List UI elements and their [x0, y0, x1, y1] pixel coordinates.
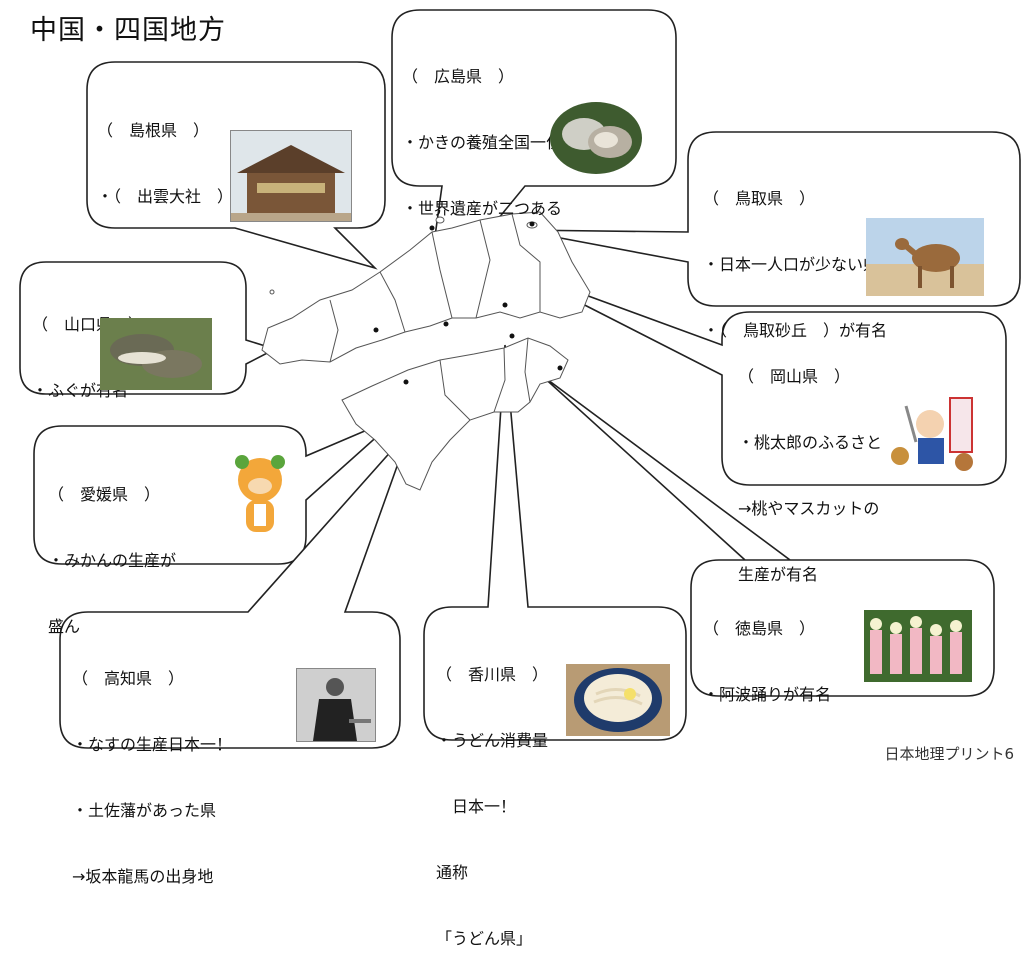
- shimane-heading: （ 島根県 ）: [97, 121, 210, 140]
- okayama-fact-1: ・桃太郎のふるさと: [738, 433, 883, 452]
- ehime-fact-1: ・みかんの生産が: [48, 551, 177, 570]
- momotaro-illustration: [886, 392, 982, 478]
- hiroshima-text: （ 広島県 ） ・かきの養殖全国一位！ ・世界遺産が二つある: [402, 22, 578, 242]
- okayama-heading: （ 岡山県 ）: [738, 367, 851, 386]
- okayama-text: （ 岡山県 ） ・桃太郎のふるさと →桃やマスカットの 生産が有名: [738, 322, 882, 608]
- capital-dots: [373, 221, 563, 385]
- kagawa-fact-1: ・うどん消費量: [436, 731, 549, 750]
- oyster-photo: [548, 98, 644, 176]
- udon-photo: [566, 664, 670, 736]
- kochi-fact-3: →坂本龍馬の出身地: [72, 867, 214, 886]
- tottori-text: （ 鳥取県 ） ・日本一人口が少ない県！ ・（ 鳥取砂丘 ）が有名: [703, 144, 895, 364]
- hiroshima-fact-1: ・かきの養殖全国一位！: [402, 133, 579, 152]
- tottori-fact-1: ・日本一人口が少ない県！: [703, 255, 896, 274]
- ehime-text: （ 愛媛県 ） ・みかんの生産が 盛ん: [48, 440, 176, 660]
- okayama-fact-2: →桃やマスカットの: [738, 499, 880, 518]
- camel-photo: [866, 218, 984, 296]
- ehime-heading: （ 愛媛県 ）: [48, 485, 161, 504]
- tokushima-heading: （ 徳島県 ）: [703, 619, 816, 638]
- hiroshima-heading: （ 広島県 ）: [402, 67, 515, 86]
- ehime-callout-outline: [33, 415, 401, 565]
- ryoma-portrait: [296, 668, 376, 742]
- kochi-text: （ 高知県 ） ・なすの生産日本一！ ・土佐藩があった県 →坂本龍馬の出身地: [72, 624, 232, 910]
- region-map: [261, 211, 591, 491]
- tokushima-text: （ 徳島県 ） ・阿波踊りが有名: [703, 574, 831, 728]
- okayama-fact-3: 生産が有名: [738, 565, 819, 584]
- kochi-fact-2: ・土佐藩があった県: [72, 801, 217, 820]
- print-footer: 日本地理プリント6: [884, 745, 1014, 763]
- pufferfish-photo: [100, 318, 212, 390]
- tottori-heading: （ 鳥取県 ）: [703, 189, 816, 208]
- tokushima-fact-1: ・阿波踊りが有名: [703, 685, 832, 704]
- shrine-photo: [230, 130, 352, 222]
- hiroshima-fact-2: ・世界遺産が二つある: [402, 199, 563, 218]
- kochi-fact-1: ・なすの生産日本一！: [72, 735, 233, 754]
- okayama-callout-outline: [511, 267, 1007, 486]
- kagawa-heading: （ 香川県 ）: [436, 665, 549, 684]
- mascot-illustration: [232, 452, 288, 540]
- kagawa-callout-outline: [423, 344, 687, 741]
- tottori-fact-2: ・（ 鳥取砂丘 ）が有名: [703, 321, 888, 340]
- map-and-callouts: [19, 9, 1021, 749]
- page-title: 中国・四国地方: [30, 15, 226, 46]
- ehime-fact-2: 盛ん: [48, 617, 81, 636]
- kochi-heading: （ 高知県 ）: [72, 669, 185, 688]
- chugoku-outline: [261, 211, 591, 365]
- kagawa-fact-3: 通称: [436, 863, 469, 882]
- kagawa-fact-4: 「うどん県」: [436, 929, 533, 948]
- kagawa-fact-2: 日本一！: [436, 797, 517, 816]
- awa-dance-photo: [864, 610, 972, 682]
- kagawa-text: （ 香川県 ） ・うどん消費量 日本一！ 通称 「うどん県」: [436, 620, 548, 972]
